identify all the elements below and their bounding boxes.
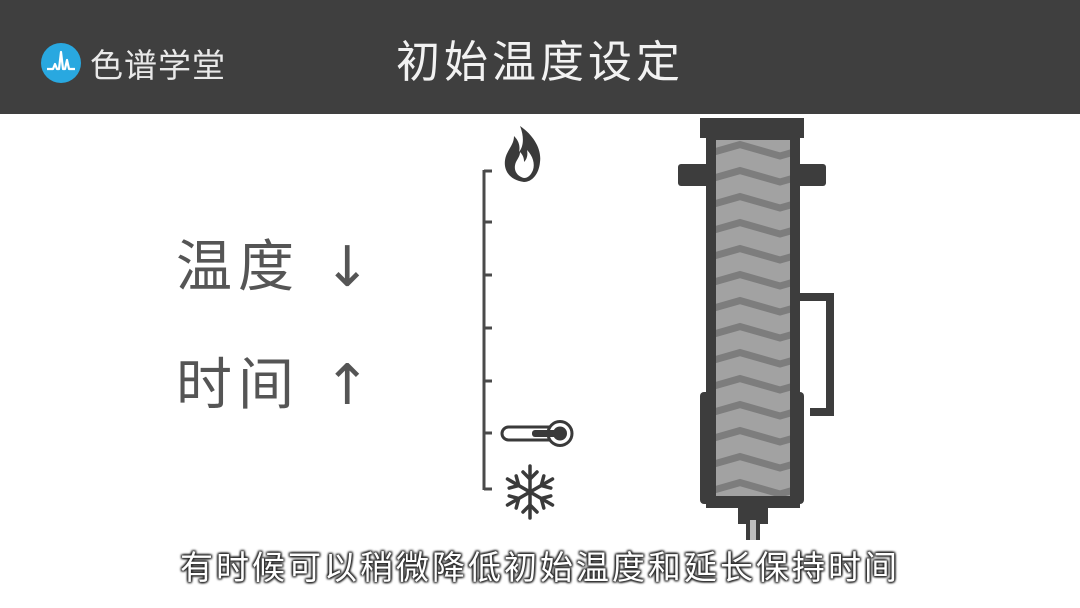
page-title: 初始温度设定 bbox=[396, 37, 684, 88]
temperature-text: 温度 bbox=[176, 235, 300, 300]
snowflake-icon bbox=[505, 464, 555, 520]
subtitle-caption: 有时候可以稍微降低初始温度和延长保持时间 bbox=[180, 548, 900, 587]
flame-icon bbox=[504, 126, 541, 182]
temperature-decrease-label: 温度 ↓ bbox=[176, 222, 377, 303]
down-arrow: ↓ bbox=[323, 235, 377, 300]
time-text: 时间 bbox=[176, 353, 300, 418]
time-increase-label: 时间 ↑ bbox=[176, 340, 377, 421]
chromatography-column-icon bbox=[678, 118, 834, 540]
logo: 色谱学堂 bbox=[40, 40, 226, 86]
logo-text: 色谱学堂 bbox=[90, 46, 226, 85]
thermometer-icon bbox=[500, 420, 574, 447]
header-bar: 色谱学堂 初始温度设定 bbox=[0, 0, 1080, 114]
temperature-scale bbox=[482, 126, 574, 520]
up-arrow: ↑ bbox=[323, 353, 377, 418]
chromatogram-peaks-icon bbox=[41, 43, 81, 83]
